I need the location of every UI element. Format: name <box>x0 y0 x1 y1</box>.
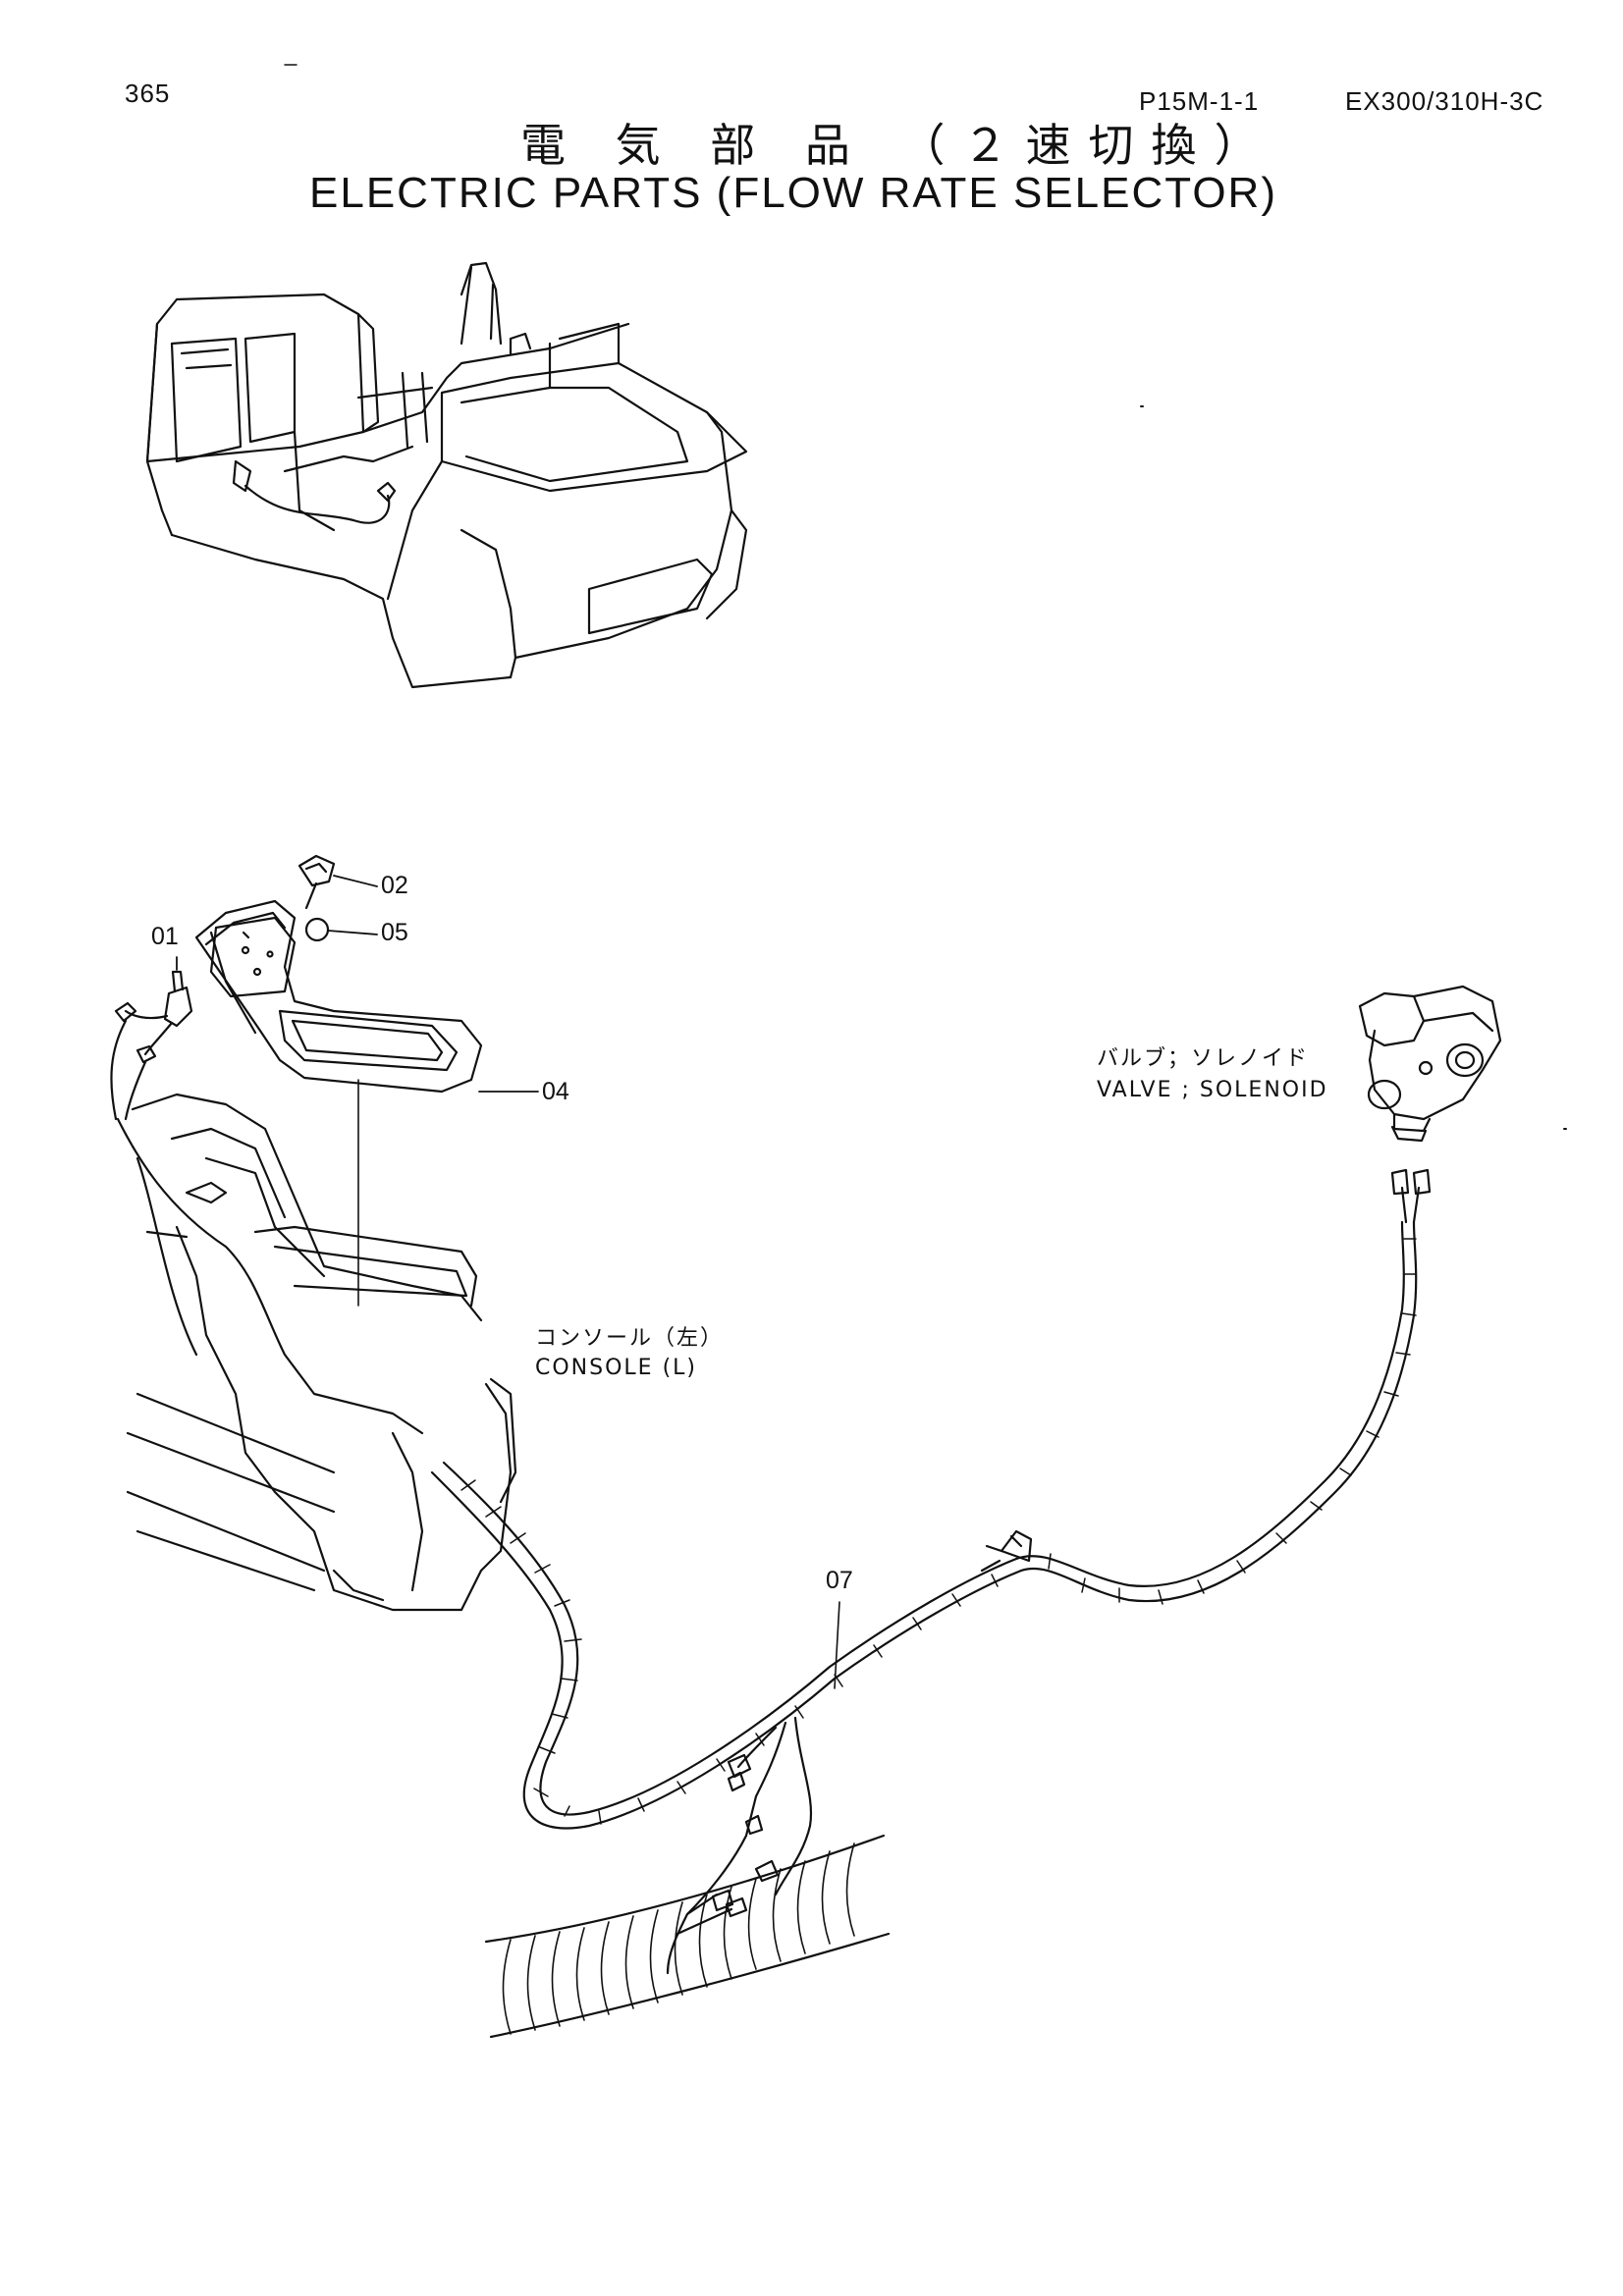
console-label-english: CONSOLE (L) <box>535 1356 697 1380</box>
console-body <box>116 1093 517 1612</box>
frame-ribbed-section <box>484 1834 891 2039</box>
console-cover-part <box>194 899 539 1307</box>
switch-part-01 <box>110 956 193 1121</box>
valve-label-english: VALVE ; SOLENOID <box>1097 1078 1328 1102</box>
callout-04: 04 <box>542 1078 569 1105</box>
model-number: EX300/310H-3C <box>1345 86 1544 116</box>
callout-05: 05 <box>381 919 408 946</box>
valve-label-japanese: バルブ；ソレノイド <box>1097 1046 1310 1071</box>
title-english: ELECTRIC PARTS (FLOW RATE SELECTOR) <box>309 169 1277 217</box>
wiring-harness-part-07 <box>430 1168 1432 1975</box>
solenoid-valve <box>1358 985 1502 1143</box>
callout-02: 02 <box>381 872 408 899</box>
title-japanese: 電 気 部 品 （２速切換） <box>520 119 1277 172</box>
callout-07: 07 <box>826 1567 853 1594</box>
cap-part-05 <box>304 917 378 942</box>
callout-01: 01 <box>151 923 179 950</box>
machine-overview-illustration <box>145 261 748 689</box>
page-number: 365 <box>125 79 171 108</box>
console-label-japanese: コンソール（左） <box>535 1326 725 1351</box>
figure-code: P15M-1-1 <box>1139 86 1260 116</box>
knob-part-02 <box>298 854 378 910</box>
